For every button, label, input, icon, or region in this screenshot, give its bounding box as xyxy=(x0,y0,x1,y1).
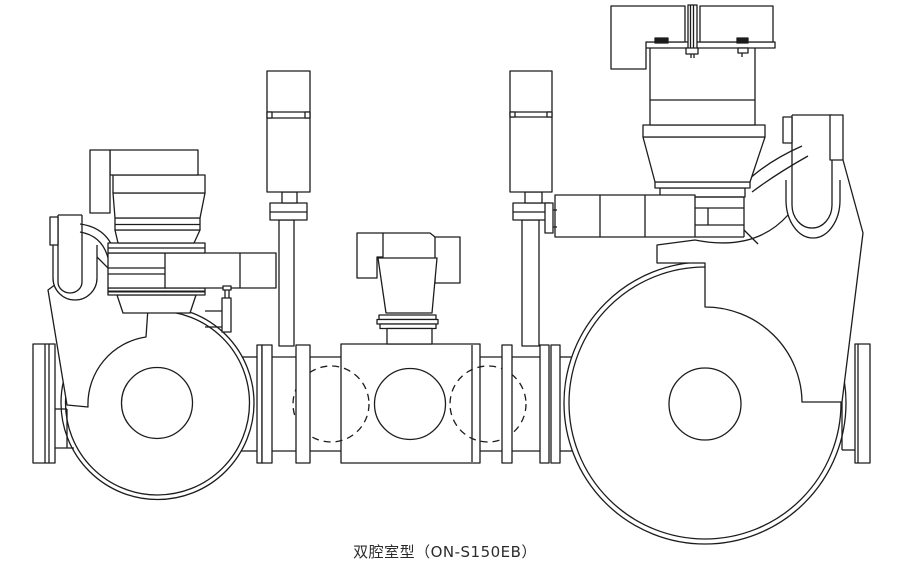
center-instrument xyxy=(357,233,460,344)
outlet-flange xyxy=(855,344,870,463)
left-limit-switch-stem xyxy=(267,71,310,346)
left-motor-top xyxy=(110,150,198,175)
right-valve-assembly xyxy=(545,5,863,544)
right-motor-top xyxy=(700,6,773,42)
right-limit-switch-box xyxy=(510,71,552,192)
left-limit-switch-box xyxy=(267,71,310,192)
right-actuator-bowl xyxy=(643,137,765,182)
center-bore-circle xyxy=(375,369,446,440)
right-actuator-box xyxy=(555,195,695,237)
left-valve-assembly xyxy=(48,150,276,500)
instrument-left-ear xyxy=(357,233,383,278)
hidden-port-circle-right xyxy=(450,366,526,442)
right-motor-bracket xyxy=(611,6,685,69)
left-chamber-hub xyxy=(122,368,193,439)
right-actuator xyxy=(545,5,775,244)
pipe-stub-lines xyxy=(241,357,572,451)
left-motor-bracket xyxy=(90,150,110,213)
left-motor-body xyxy=(113,175,205,193)
end-flanges xyxy=(33,344,870,463)
lever-arm-inner xyxy=(752,156,808,192)
mounting-bolts xyxy=(655,38,748,43)
left-actuator xyxy=(90,150,276,332)
right-actuator-cylinder xyxy=(650,47,755,125)
hidden-port-circle-left xyxy=(293,366,369,442)
inlet-flange xyxy=(33,344,55,463)
instrument-neck xyxy=(387,329,432,345)
right-limit-switch-stem xyxy=(510,71,552,346)
pipe-flanges xyxy=(257,345,560,463)
right-lever-clevis xyxy=(744,115,843,238)
right-chamber-hub xyxy=(669,368,741,440)
left-actuator-box xyxy=(165,253,276,288)
clevis-pin xyxy=(792,115,832,228)
left-lever-clevis xyxy=(50,215,116,300)
center-pipe-assembly xyxy=(241,71,572,463)
drawing-caption: 双腔室型（ON-S150EB） xyxy=(353,543,537,561)
instrument-body xyxy=(378,258,437,313)
clevis-pin xyxy=(58,215,82,293)
